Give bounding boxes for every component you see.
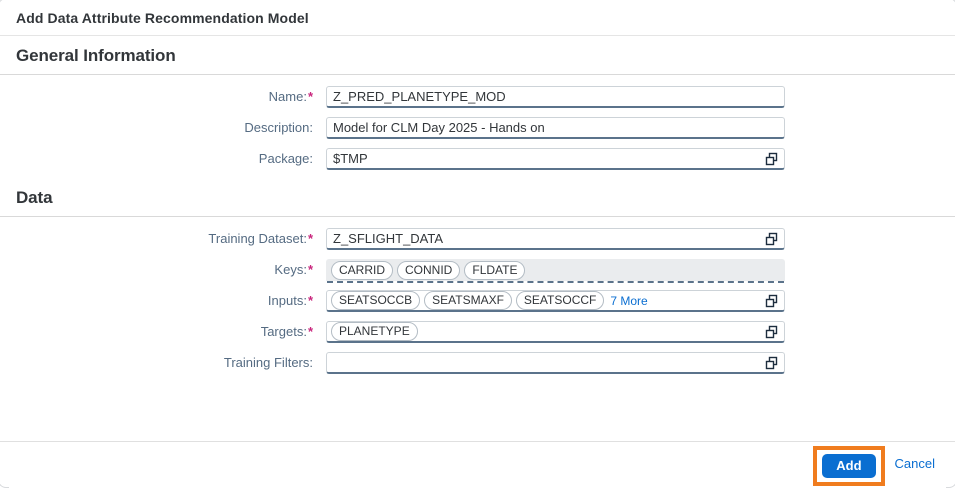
field-wrapper-name	[326, 86, 785, 108]
training-dataset-input[interactable]	[326, 228, 785, 250]
name-input[interactable]	[326, 86, 785, 108]
label-inputs: Inputs:*	[0, 290, 313, 312]
label-keys-text: Keys:	[274, 262, 307, 277]
label-training-filters: Training Filters:	[0, 352, 313, 374]
cancel-button[interactable]: Cancel	[889, 452, 941, 476]
required-asterisk-keys: *	[307, 262, 313, 277]
dialog-title: Add Data Attribute Recommendation Model	[16, 9, 309, 26]
targets-token-field[interactable]: PLANETYPE	[326, 321, 785, 343]
label-training-dataset-text: Training Dataset:	[208, 231, 307, 246]
label-targets-text: Targets:	[260, 324, 307, 339]
dialog-header: Add Data Attribute Recommendation Model	[0, 0, 955, 36]
form-general-information: Name:* Description: Package:	[0, 75, 955, 172]
form-row-training-filters: Training Filters:	[0, 352, 955, 374]
label-package: Package:	[0, 148, 313, 170]
token-input-1[interactable]: SEATSOCCB	[331, 291, 421, 310]
field-wrapper-inputs: SEATSOCCB SEATSMAXF SEATSOCCF 7 More	[326, 290, 785, 312]
section-header-general-information: General Information	[0, 36, 955, 75]
field-wrapper-keys: CARRID CONNID FLDATE	[326, 259, 785, 283]
token-target-1[interactable]: PLANETYPE	[331, 322, 418, 341]
form-row-description: Description:	[0, 117, 955, 139]
form-data: Training Dataset:* Keys:* CARRID CO	[0, 217, 955, 376]
field-wrapper-training-dataset	[326, 228, 785, 250]
value-help-icon-package[interactable]	[764, 151, 780, 167]
section-title-data: Data	[16, 188, 53, 207]
token-key-3: FLDATE	[464, 261, 526, 280]
value-help-icon-inputs[interactable]	[764, 293, 780, 309]
label-name: Name:*	[0, 86, 313, 108]
form-row-package: Package:	[0, 148, 955, 170]
section-header-data: Data	[0, 178, 955, 217]
label-description-text: Description:	[244, 120, 313, 135]
required-asterisk-inputs: *	[307, 293, 313, 308]
token-key-2: CONNID	[397, 261, 461, 280]
required-asterisk-name: *	[307, 89, 313, 104]
inputs-more-link[interactable]: 7 More	[610, 293, 648, 308]
label-targets: Targets:*	[0, 321, 313, 343]
token-input-3[interactable]: SEATSOCCF	[515, 291, 605, 310]
value-help-icon-training-dataset[interactable]	[764, 231, 780, 247]
required-asterisk-targets: *	[307, 324, 313, 339]
label-name-text: Name:	[268, 89, 307, 104]
label-training-filters-text: Training Filters:	[223, 355, 313, 370]
inputs-token-field[interactable]: SEATSOCCB SEATSMAXF SEATSOCCF 7 More	[326, 290, 785, 312]
required-asterisk-training-dataset: *	[307, 231, 313, 246]
label-package-text: Package:	[258, 151, 313, 166]
field-wrapper-training-filters	[326, 352, 785, 374]
form-row-name: Name:*	[0, 86, 955, 108]
label-description: Description:	[0, 117, 313, 139]
form-row-targets: Targets:* PLANETYPE	[0, 321, 955, 343]
training-filters-input[interactable]	[326, 352, 785, 374]
package-input[interactable]	[326, 148, 785, 170]
label-inputs-text: Inputs:	[267, 293, 307, 308]
value-help-icon-targets[interactable]	[764, 324, 780, 340]
token-input-2[interactable]: SEATSMAXF	[424, 291, 512, 310]
value-help-icon-training-filters[interactable]	[764, 355, 780, 371]
label-keys: Keys:*	[0, 259, 313, 281]
form-row-keys: Keys:* CARRID CONNID FLDATE	[0, 259, 955, 283]
add-button-highlight-annotation: Add	[813, 446, 885, 486]
label-training-dataset: Training Dataset:*	[0, 228, 313, 250]
field-wrapper-targets: PLANETYPE	[326, 321, 785, 343]
section-title-general-information: General Information	[16, 46, 176, 65]
form-row-training-dataset: Training Dataset:*	[0, 228, 955, 250]
dialog-footer: Add Cancel	[0, 441, 955, 486]
field-wrapper-package	[326, 148, 785, 170]
token-key-1: CARRID	[331, 261, 394, 280]
description-input[interactable]	[326, 117, 785, 139]
form-row-inputs: Inputs:* SEATSOCCB SEATSMAXF SEATSOCCF 7…	[0, 290, 955, 312]
keys-token-field: CARRID CONNID FLDATE	[326, 259, 785, 283]
field-wrapper-description	[326, 117, 785, 139]
add-button[interactable]: Add	[822, 454, 876, 478]
